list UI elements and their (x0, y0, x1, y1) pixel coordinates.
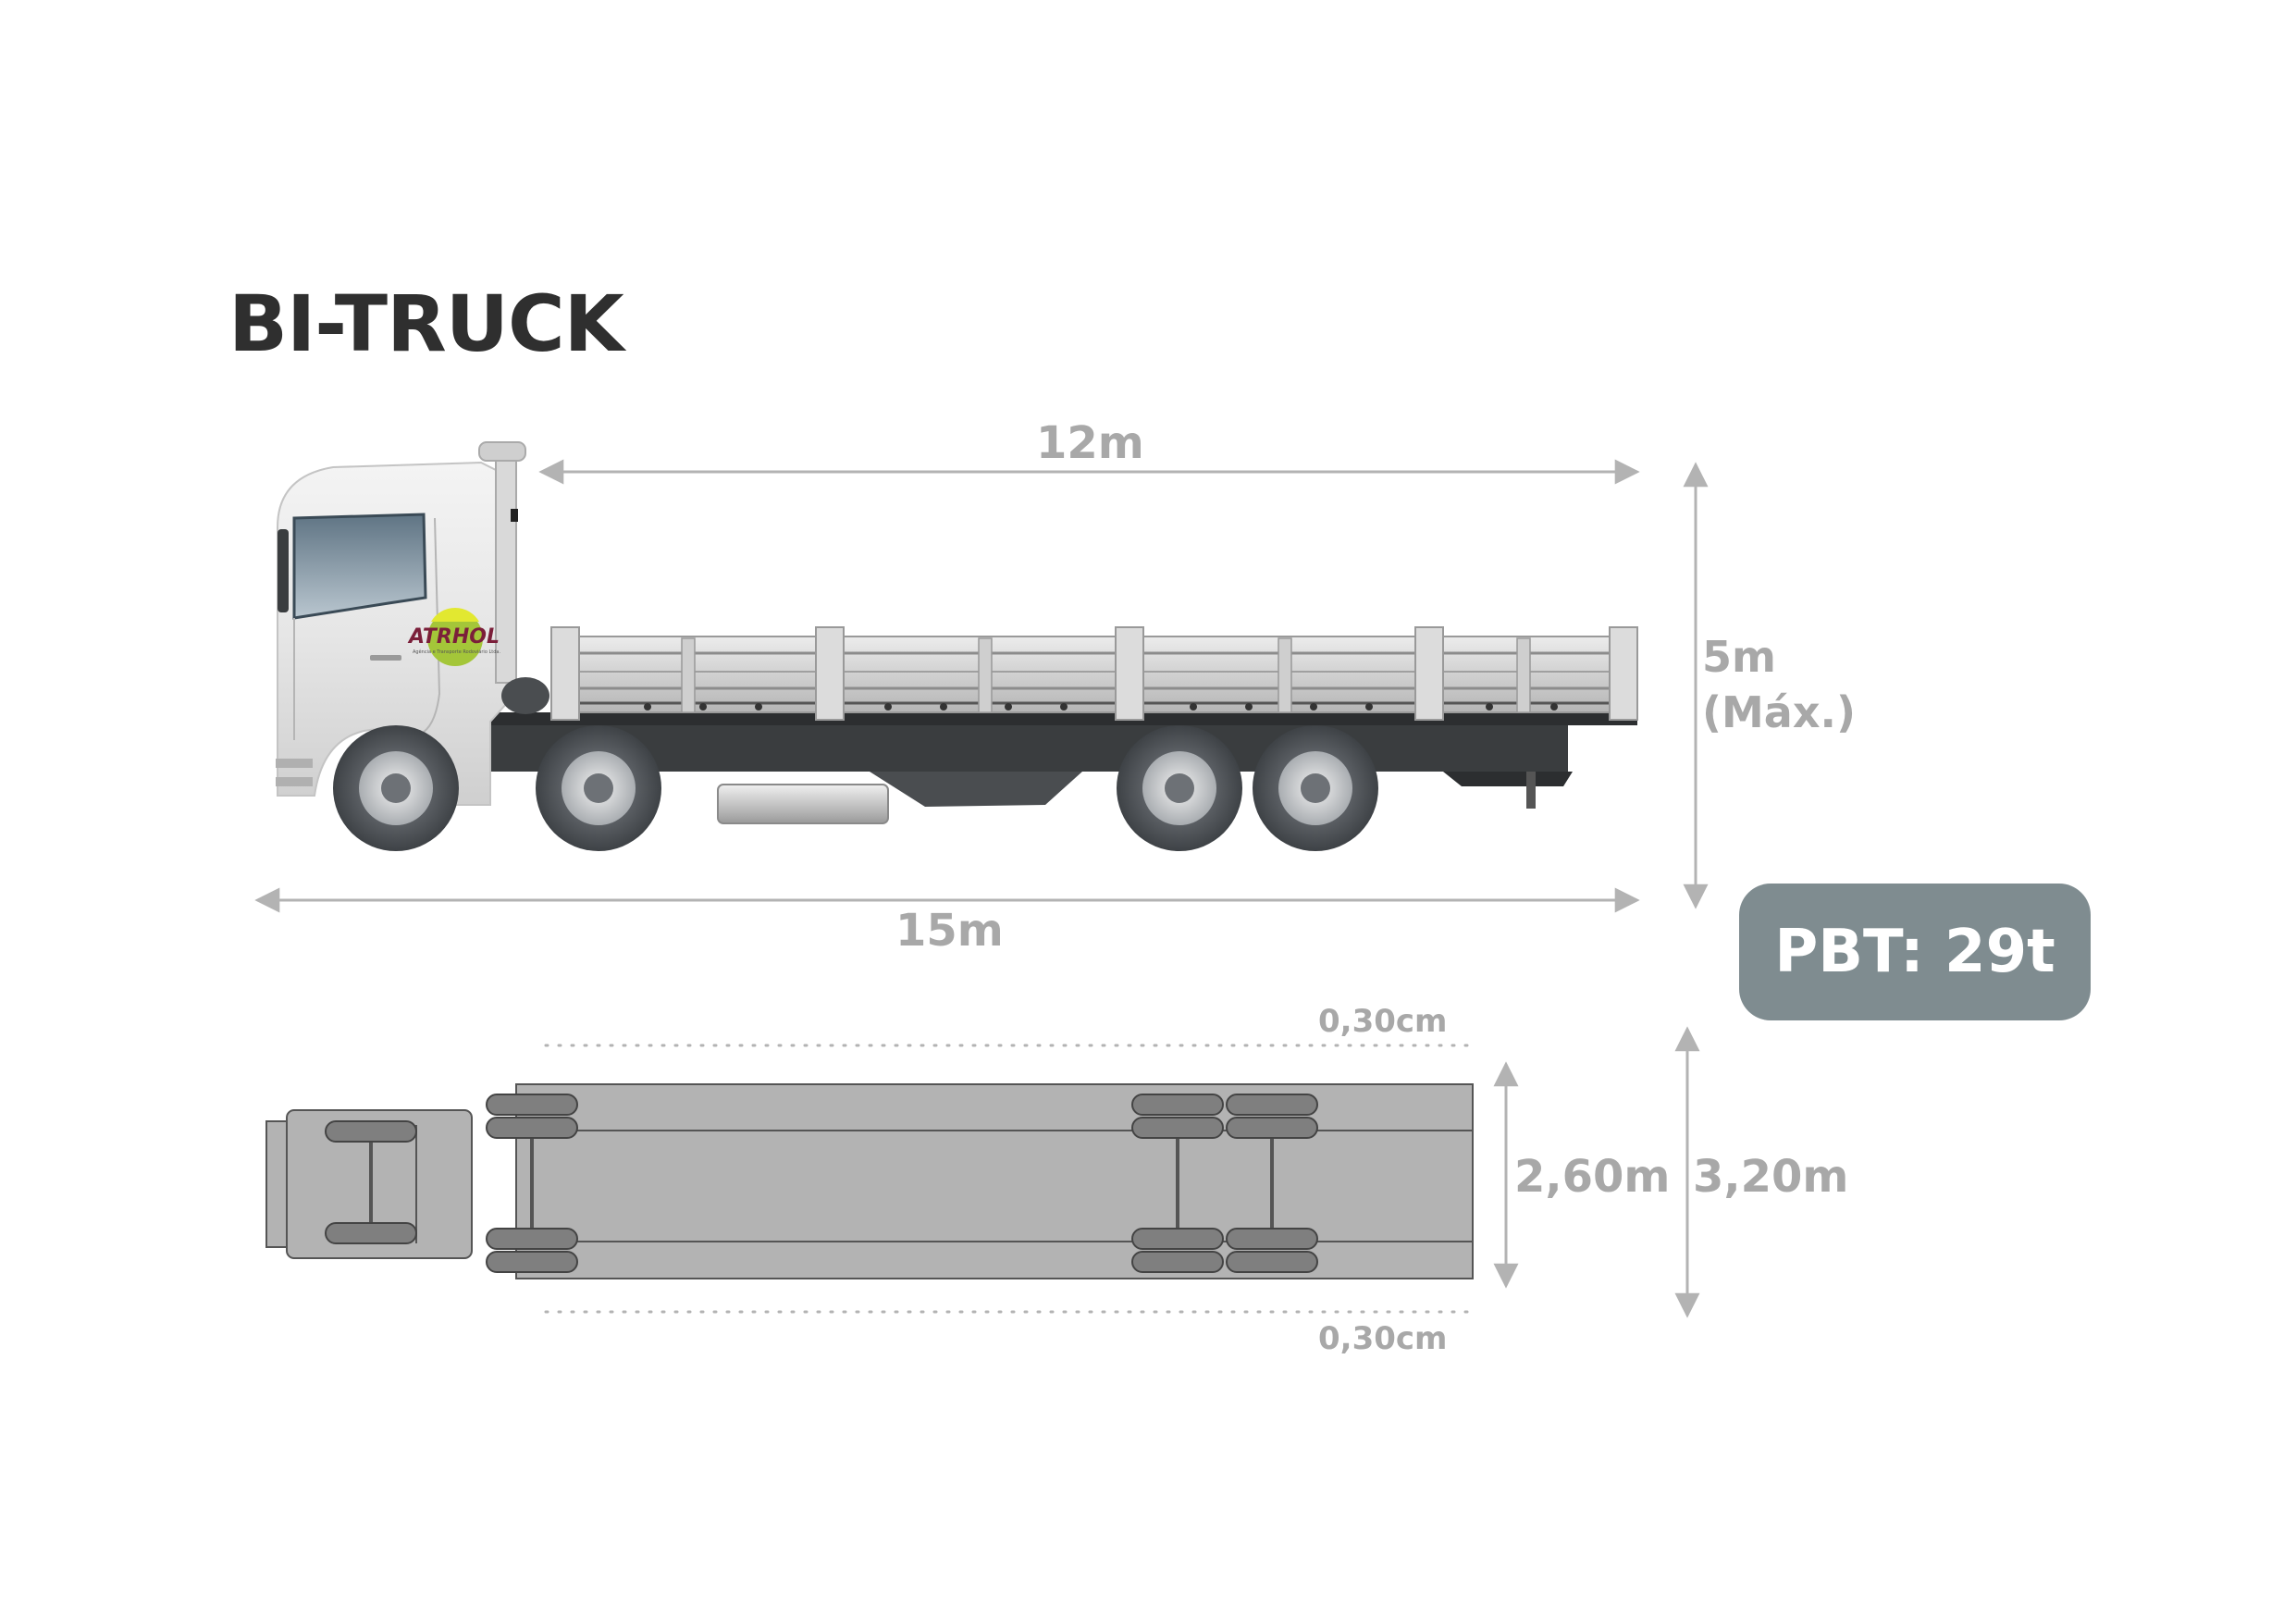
body-length-label: 12m (1036, 417, 1144, 469)
truck-top-view (265, 1026, 1700, 1318)
truck-cab (276, 441, 549, 806)
total-length-label: 15m (895, 905, 1004, 957)
page-title: BI-TRUCK (228, 278, 624, 369)
height-note-label: (Máx.) (1702, 687, 1857, 737)
body-width-label: 2,60m (1514, 1151, 1671, 1203)
top-margin-label: 0,30cm (1318, 1003, 1448, 1040)
truck-side-view: ATRHOL Agência e Transporte Rodoviário L… (276, 441, 1638, 851)
pbt-badge: PBT: 29t (1739, 884, 2091, 1020)
wheel-rear-2 (1253, 725, 1378, 851)
fuel-tank (717, 784, 889, 824)
bottom-margin-label: 0,30cm (1318, 1320, 1448, 1357)
atrhol-logo-tagline: Agência e Transporte Rodoviário Ltda. (413, 649, 500, 655)
wheel-front (333, 725, 459, 851)
wheel-rear-1 (1117, 725, 1242, 851)
atrhol-logo (427, 607, 483, 666)
top-cargo-body (515, 1083, 1474, 1279)
wheel-second-front (536, 725, 661, 851)
height-label: 5m (1702, 632, 1776, 682)
atrhol-logo-text: ATRHOL (407, 625, 500, 649)
total-width-label: 3,20m (1693, 1151, 1849, 1203)
pbt-badge-text: PBT: 29t (1774, 918, 2055, 986)
cargo-body (550, 626, 1638, 721)
